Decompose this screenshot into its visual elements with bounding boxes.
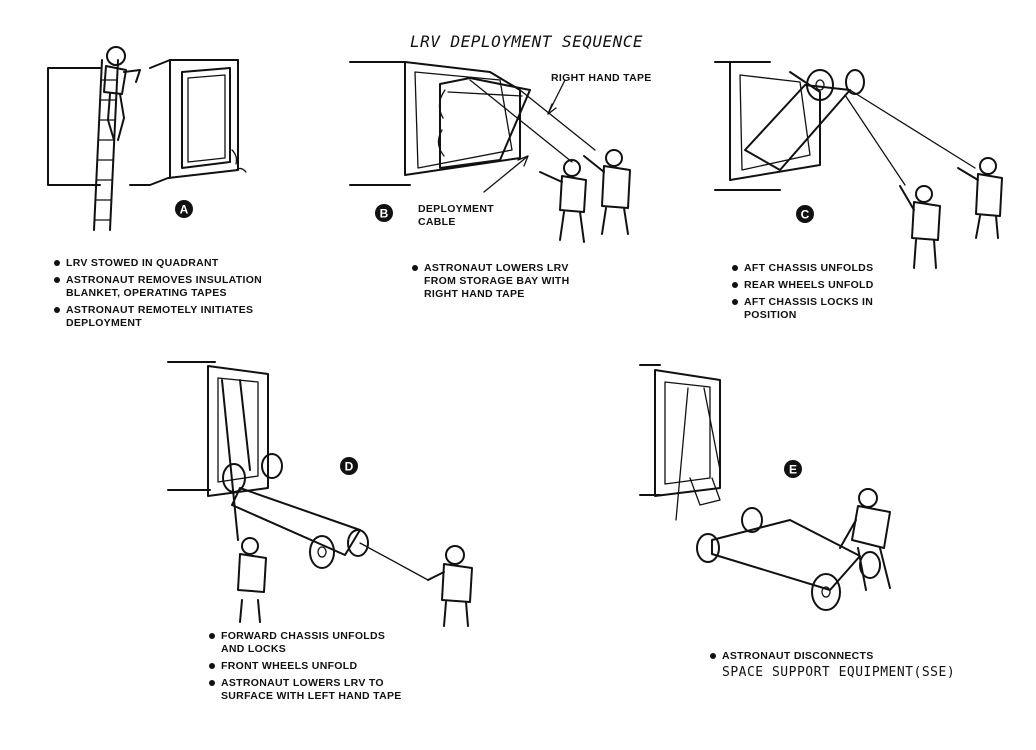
lunar-module-bay-e xyxy=(639,364,721,521)
lunar-module-bay-b xyxy=(349,61,521,186)
panel-c-illustration: C xyxy=(714,61,1003,269)
caption-item: AFT CHASSIS LOCKS IN POSITION xyxy=(730,296,900,322)
lunar-module-bay-a xyxy=(47,59,247,186)
astronaut-on-ladder xyxy=(103,46,141,141)
caption-item: ASTRONAUT REMOVES INSULATION BLANKET, OP… xyxy=(52,274,267,300)
deployment-cable-label: DEPLOYMENT CABLE xyxy=(418,203,494,228)
marker-d: D xyxy=(340,457,358,475)
marker-a: A xyxy=(175,200,193,218)
tapes-b xyxy=(469,79,596,193)
marker-e-letter: E xyxy=(789,463,797,477)
marker-b: B xyxy=(375,204,393,222)
lrv-on-surface-e xyxy=(696,507,881,611)
astronaut-e xyxy=(839,488,891,591)
marker-b-letter: B xyxy=(380,207,389,221)
panel-a-captions: LRV STOWED IN QUADRANT ASTRONAUT REMOVES… xyxy=(52,257,267,334)
panel-b-illustration: B xyxy=(349,61,631,243)
caption-item: ASTRONAUT LOWERS LRV TO SURFACE WITH LEF… xyxy=(207,677,407,703)
tapes-c xyxy=(844,89,976,186)
sse-label: SPACE SUPPORT EQUIPMENT(SSE) xyxy=(722,665,956,680)
caption-item: FRONT WHEELS UNFOLD xyxy=(207,660,407,673)
panel-d-illustration: D xyxy=(167,361,473,627)
diagram-title: LRV DEPLOYMENT SEQUENCE xyxy=(410,32,644,51)
marker-c: C xyxy=(796,205,814,223)
lrv-folded-b xyxy=(439,77,531,169)
marker-c-letter: C xyxy=(801,208,810,222)
panel-e-captions: ASTRONAUT DISCONNECTS xyxy=(708,650,908,667)
lunar-module-bay-d xyxy=(167,361,269,541)
caption-item: REAR WHEELS UNFOLD xyxy=(730,279,900,292)
caption-item: ASTRONAUT DISCONNECTS xyxy=(708,650,908,663)
caption-item: LRV STOWED IN QUADRANT xyxy=(52,257,267,270)
panel-a-illustration: A xyxy=(47,46,247,231)
caption-item: ASTRONAUT REMOTELY INITIATES DEPLOYMENT xyxy=(52,304,267,330)
panel-c-captions: AFT CHASSIS UNFOLDS REAR WHEELS UNFOLD A… xyxy=(730,262,900,326)
panel-d-captions: FORWARD CHASSIS UNFOLDS AND LOCKS FRONT … xyxy=(207,630,407,707)
astronauts-c xyxy=(899,157,1003,269)
marker-a-letter: A xyxy=(180,203,189,217)
marker-e: E xyxy=(784,460,802,478)
right-hand-tape-label: RIGHT HAND TAPE xyxy=(551,72,652,84)
astronauts-d xyxy=(237,537,473,627)
ladder xyxy=(93,59,119,231)
tape-d xyxy=(359,542,429,581)
astronauts-b xyxy=(539,149,631,243)
caption-item: FORWARD CHASSIS UNFOLDS AND LOCKS xyxy=(207,630,407,656)
panel-e-illustration: E xyxy=(639,364,891,611)
panel-b-captions: ASTRONAUT LOWERS LRV FROM STORAGE BAY WI… xyxy=(410,262,595,305)
caption-item: AFT CHASSIS UNFOLDS xyxy=(730,262,900,275)
caption-item: ASTRONAUT LOWERS LRV FROM STORAGE BAY WI… xyxy=(410,262,595,301)
lrv-unfolding-c xyxy=(744,69,865,171)
marker-d-letter: D xyxy=(345,460,354,474)
lrv-unfolded-d xyxy=(222,453,369,569)
